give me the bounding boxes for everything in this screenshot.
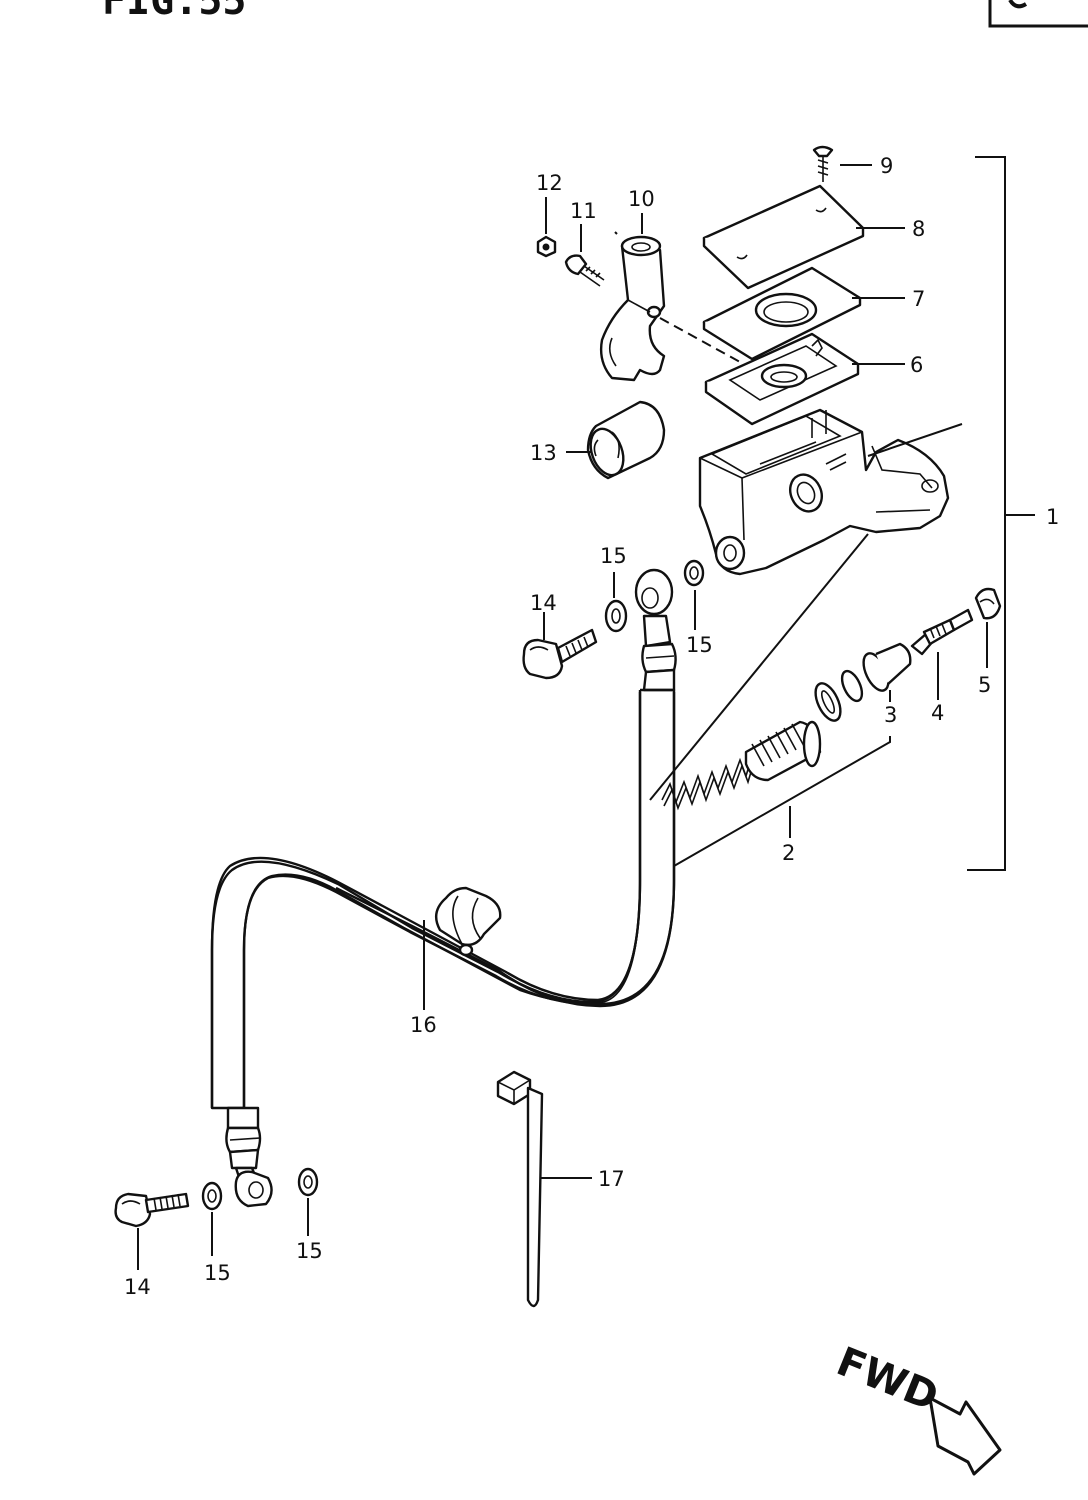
fwd-label: FWD	[830, 1339, 944, 1421]
callout-15-c: 15	[296, 1239, 323, 1263]
part-14-union-bolt-lower	[114, 1192, 190, 1228]
part-12-nut	[536, 235, 557, 258]
callout-15-d: 15	[204, 1261, 231, 1285]
callout-13: 13	[530, 441, 557, 465]
part-8-reservoir-cap	[702, 184, 865, 290]
callout-17: 17	[598, 1167, 625, 1191]
part-7-plate	[702, 266, 862, 361]
callout-7: 7	[912, 287, 925, 311]
callout-11: 11	[570, 199, 597, 223]
part-16-hose	[210, 688, 676, 1110]
forward-direction-indicator: FWD	[830, 1339, 1002, 1476]
page-corner-box	[988, 0, 1088, 28]
callout-1: 1	[1046, 505, 1059, 529]
callout-9: 9	[880, 154, 893, 178]
callout-6: 6	[910, 353, 923, 377]
callout-2: 2	[782, 841, 795, 865]
callout-15-b: 15	[686, 633, 713, 657]
part-11-bolt	[564, 254, 605, 287]
part-15-washer-lower-left	[201, 1181, 223, 1211]
callout-14-b: 14	[124, 1275, 151, 1299]
part-2-piston-kit	[661, 669, 864, 811]
page-corner-mark	[1008, 0, 1028, 9]
master-cylinder-body	[698, 408, 950, 576]
callout-16: 16	[410, 1013, 437, 1037]
callout-8: 8	[912, 217, 925, 241]
callout-5: 5	[978, 673, 991, 697]
callout-15-a: 15	[600, 544, 627, 568]
part-15-washer-lower-right	[297, 1167, 319, 1197]
callout-10: 10	[628, 187, 655, 211]
hose-upper-banjo-fitting	[634, 568, 677, 692]
part-3-seal	[862, 642, 912, 692]
figure-title: FIG.55	[102, 0, 247, 24]
part-4-push-rod	[910, 608, 974, 656]
hose-lower-banjo-fitting	[225, 1106, 273, 1208]
part-15-washer-upper-left	[604, 599, 628, 633]
part-10-holder-clamp	[599, 235, 666, 382]
callout-4: 4	[931, 701, 944, 725]
part-17-cable-tie	[496, 1070, 544, 1308]
callout-14-a: 14	[530, 591, 557, 615]
part-13-boot	[586, 400, 666, 480]
part-15-washer-upper-right	[683, 559, 705, 587]
callout-12: 12	[536, 171, 563, 195]
assembly-bracket-2	[673, 736, 891, 867]
part-14-union-bolt-upper	[522, 628, 598, 680]
assembly-bracket-1	[967, 156, 1006, 871]
part-6-diaphragm	[704, 332, 860, 426]
part-5-nut	[974, 587, 1002, 620]
forward-arrow-icon	[928, 1396, 1002, 1476]
part-9-screw	[812, 145, 834, 182]
callout-3: 3	[884, 703, 897, 727]
